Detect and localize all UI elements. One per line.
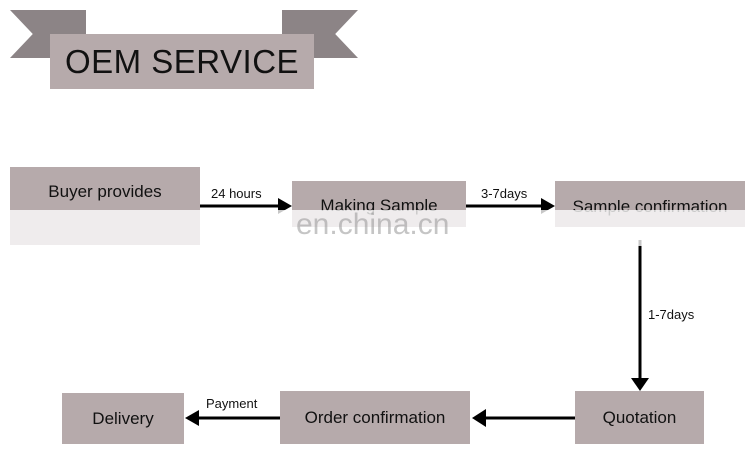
arrowhead-delivery (185, 410, 199, 426)
node-order-confirmation-label: Order confirmation (304, 407, 446, 427)
arrowhead-quotation (631, 378, 649, 391)
node-quotation: Quotation (575, 391, 704, 444)
node-buyer-provides-label: Buyer provides (48, 182, 162, 201)
edge-label-24-hours: 24 hours (211, 186, 262, 201)
watermark-band (10, 210, 750, 246)
edge-label-1-7days: 1-7days (648, 307, 695, 322)
banner-title: OEM SERVICE (50, 34, 314, 89)
edge-label-3-7days: 3-7days (481, 186, 528, 201)
node-delivery: Delivery (62, 393, 184, 444)
node-quotation-label: Quotation (602, 407, 677, 427)
node-delivery-label: Delivery (92, 408, 154, 428)
watermark: en.china.cn (296, 208, 450, 241)
node-order-confirmation: Order confirmation (280, 391, 470, 444)
edge-label-payment: Payment (206, 396, 258, 411)
arrowhead-order (472, 409, 486, 427)
